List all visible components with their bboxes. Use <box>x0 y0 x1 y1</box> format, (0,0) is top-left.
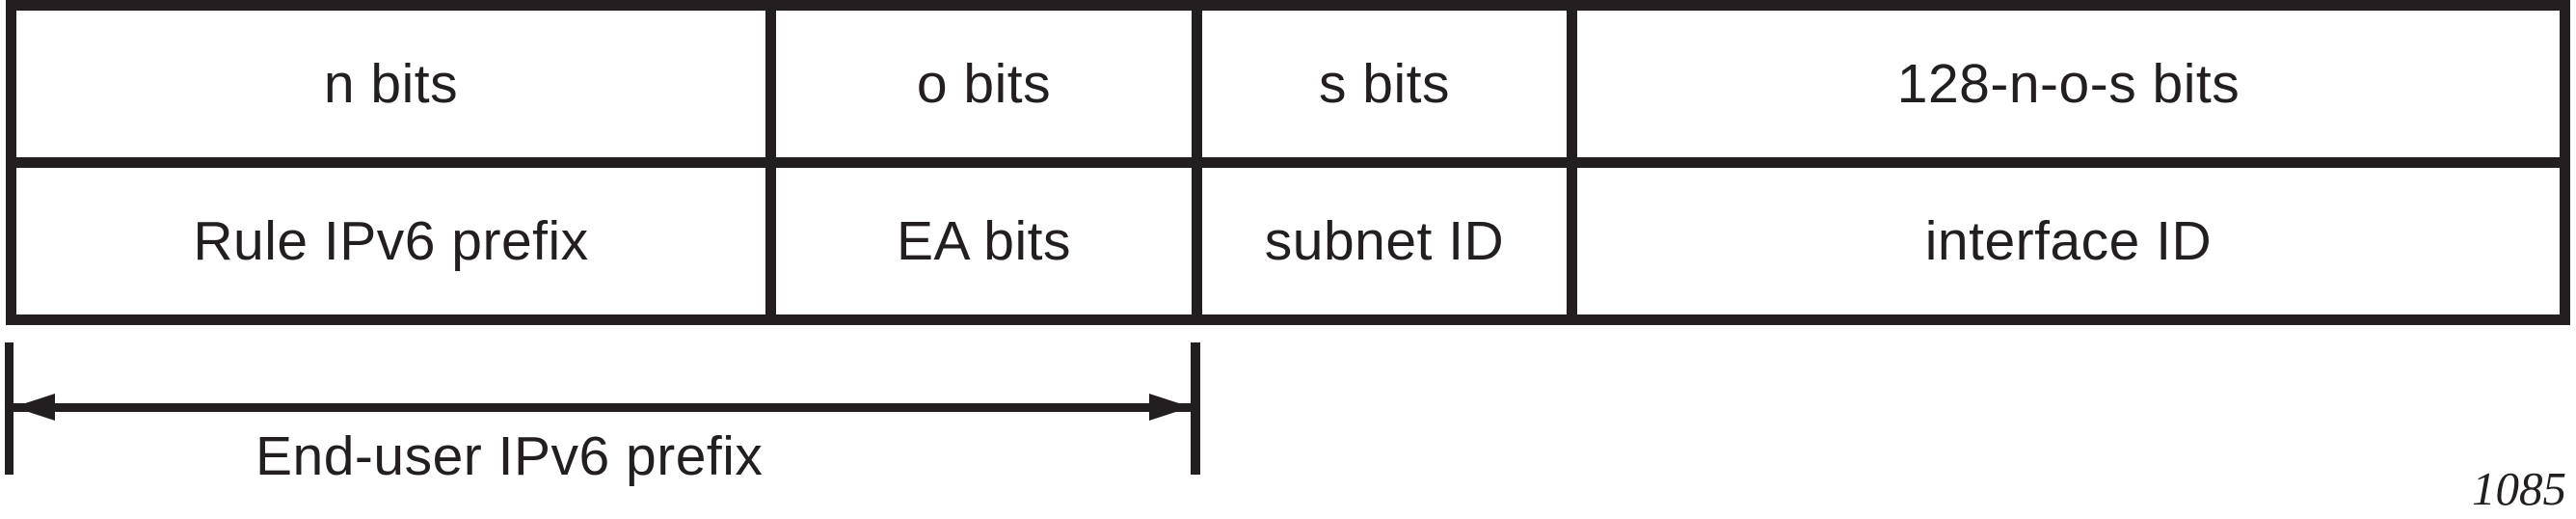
right-tick <box>1191 342 1200 475</box>
figure-number: 1085 <box>2472 462 2566 515</box>
bit-field-table: n bits o bits s bits 128-n-o-s bits Rule… <box>6 0 2570 325</box>
end-user-prefix-label: End-user IPv6 prefix <box>255 425 764 487</box>
cell-remaining-bits: 128-n-o-s bits <box>1577 11 2560 157</box>
left-tick <box>5 342 13 475</box>
cell-ea-bits: EA bits <box>776 168 1192 314</box>
cell-rule-ipv6-prefix: Rule IPv6 prefix <box>16 168 765 314</box>
right-arrowhead-icon <box>1149 394 1191 421</box>
cell-subnet-id: subnet ID <box>1202 168 1567 314</box>
arrow-shaft <box>13 403 1191 412</box>
end-user-prefix-span-arrow-icon <box>5 342 1200 475</box>
cell-n-bits: n bits <box>16 11 765 157</box>
cell-s-bits: s bits <box>1202 11 1567 157</box>
left-arrowhead-icon <box>13 394 55 421</box>
cell-o-bits: o bits <box>776 11 1192 157</box>
cell-interface-id: interface ID <box>1577 168 2560 314</box>
